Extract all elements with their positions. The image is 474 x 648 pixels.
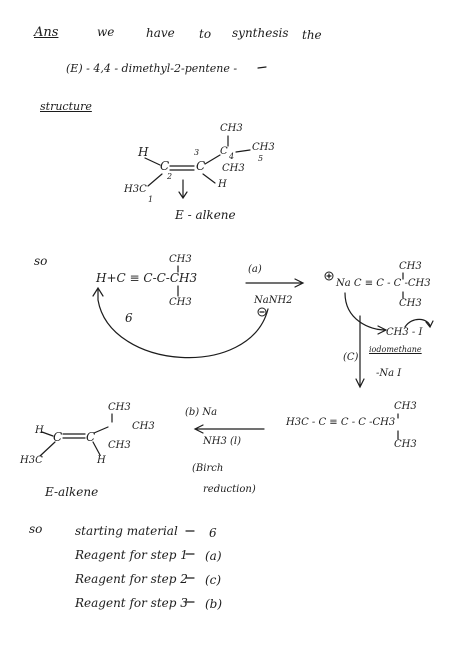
methyl-group: CH3 [394,401,417,412]
caption: E-alkene [45,485,99,499]
arrow-head [294,278,305,288]
arrow-head [355,378,365,389]
atom-h: H [97,455,106,466]
summary-value: (b) [205,597,223,611]
so-label: so [34,254,48,268]
methyl-group: H3C [124,184,147,195]
methyl-group: CH3 [399,298,422,309]
arrow-head [377,325,388,335]
methyl-group: CH3 [108,402,131,413]
curved-arrow [97,289,269,359]
methyl-group: CH3 [169,254,192,265]
reagent-name: iodomethane [369,345,422,354]
compound-name: (E) - 4,4 - dimethyl-2-pentene - [66,62,238,75]
acetylide: Na C ≡ C - C -CH3 [336,278,431,289]
caption: E - alkene [175,208,236,222]
atom-c: C [220,146,228,157]
summary-label: Reagent for step 2 [75,572,188,586]
reagent: NH3 (l) [203,436,242,447]
methyl-group: CH3 [220,123,243,134]
summary-label: Reagent for step 3 [75,596,188,610]
position-number: 1 [148,195,154,204]
methyl-group: CH3 [222,163,245,174]
single-bond [93,426,109,434]
heading-word: synthesis [232,26,289,40]
position-number: 5 [258,154,264,163]
byproduct: -Na I [376,368,402,379]
curved-arrow [404,318,431,328]
arrow-head [178,191,188,200]
reaction-name: (Birch [192,463,224,474]
position-number: 4 [229,152,235,161]
position-number: 3 [194,148,200,157]
single-bond [202,173,216,184]
single-bond [204,154,221,165]
single-bond [92,441,101,456]
starting-alkyne: H+C ≡ C-C-CH3 [96,271,198,285]
summary-value: (a) [205,549,222,563]
summary-value: 6 [209,526,217,540]
reagent: CH3 - I [386,327,423,338]
structure-label: structure [40,100,92,113]
single-bond [41,431,54,437]
atom-h: H [138,145,149,159]
methyl-group: CH3 [399,261,422,272]
curved-arrow [344,292,386,331]
single-bond [39,441,56,457]
heading-word: to [199,27,212,41]
step-label: (a) [248,264,262,275]
so-label: so [29,522,43,536]
arrow-head [92,286,104,297]
summary-label: Reagent for step 1 [75,548,188,562]
summary-value: (c) [205,573,222,587]
charge-circle [257,307,267,317]
heading-word: have [146,26,175,40]
arrow-head [193,424,204,434]
single-bond [147,173,163,187]
step-label: (C) [343,352,359,363]
single-bond [235,149,251,153]
step-label: (b) Na [185,407,218,418]
methyl-group: CH3 [394,439,417,450]
single-bond [144,157,161,166]
atom-c: C [53,430,63,444]
arrow-head [425,320,434,329]
atom-c: C [86,430,96,444]
reaction-name: reduction) [203,484,256,495]
atom-c: C [196,159,206,173]
charge-circle [324,271,334,281]
dash [257,66,267,69]
methyl-group: CH3 [108,440,131,451]
answer-label: Ans [34,25,59,40]
internal-alkyne: H3C - C ≡ C - C -CH3 [286,417,396,428]
methyl-group: CH3 [252,142,275,153]
atom-h: H [218,179,227,190]
atom-c: C [160,159,170,173]
reagent: NaNH2 [254,295,293,306]
methyl-group: H3C [20,455,43,466]
methyl-group: CH3 [169,297,192,308]
methyl-group: CH3 [132,421,155,432]
compound-number: 6 [125,311,133,325]
heading-word: the [302,28,322,42]
atom-h: H [35,425,44,436]
heading-word: we [97,25,115,39]
summary-label: starting material [75,524,178,538]
position-number: 2 [167,172,173,181]
